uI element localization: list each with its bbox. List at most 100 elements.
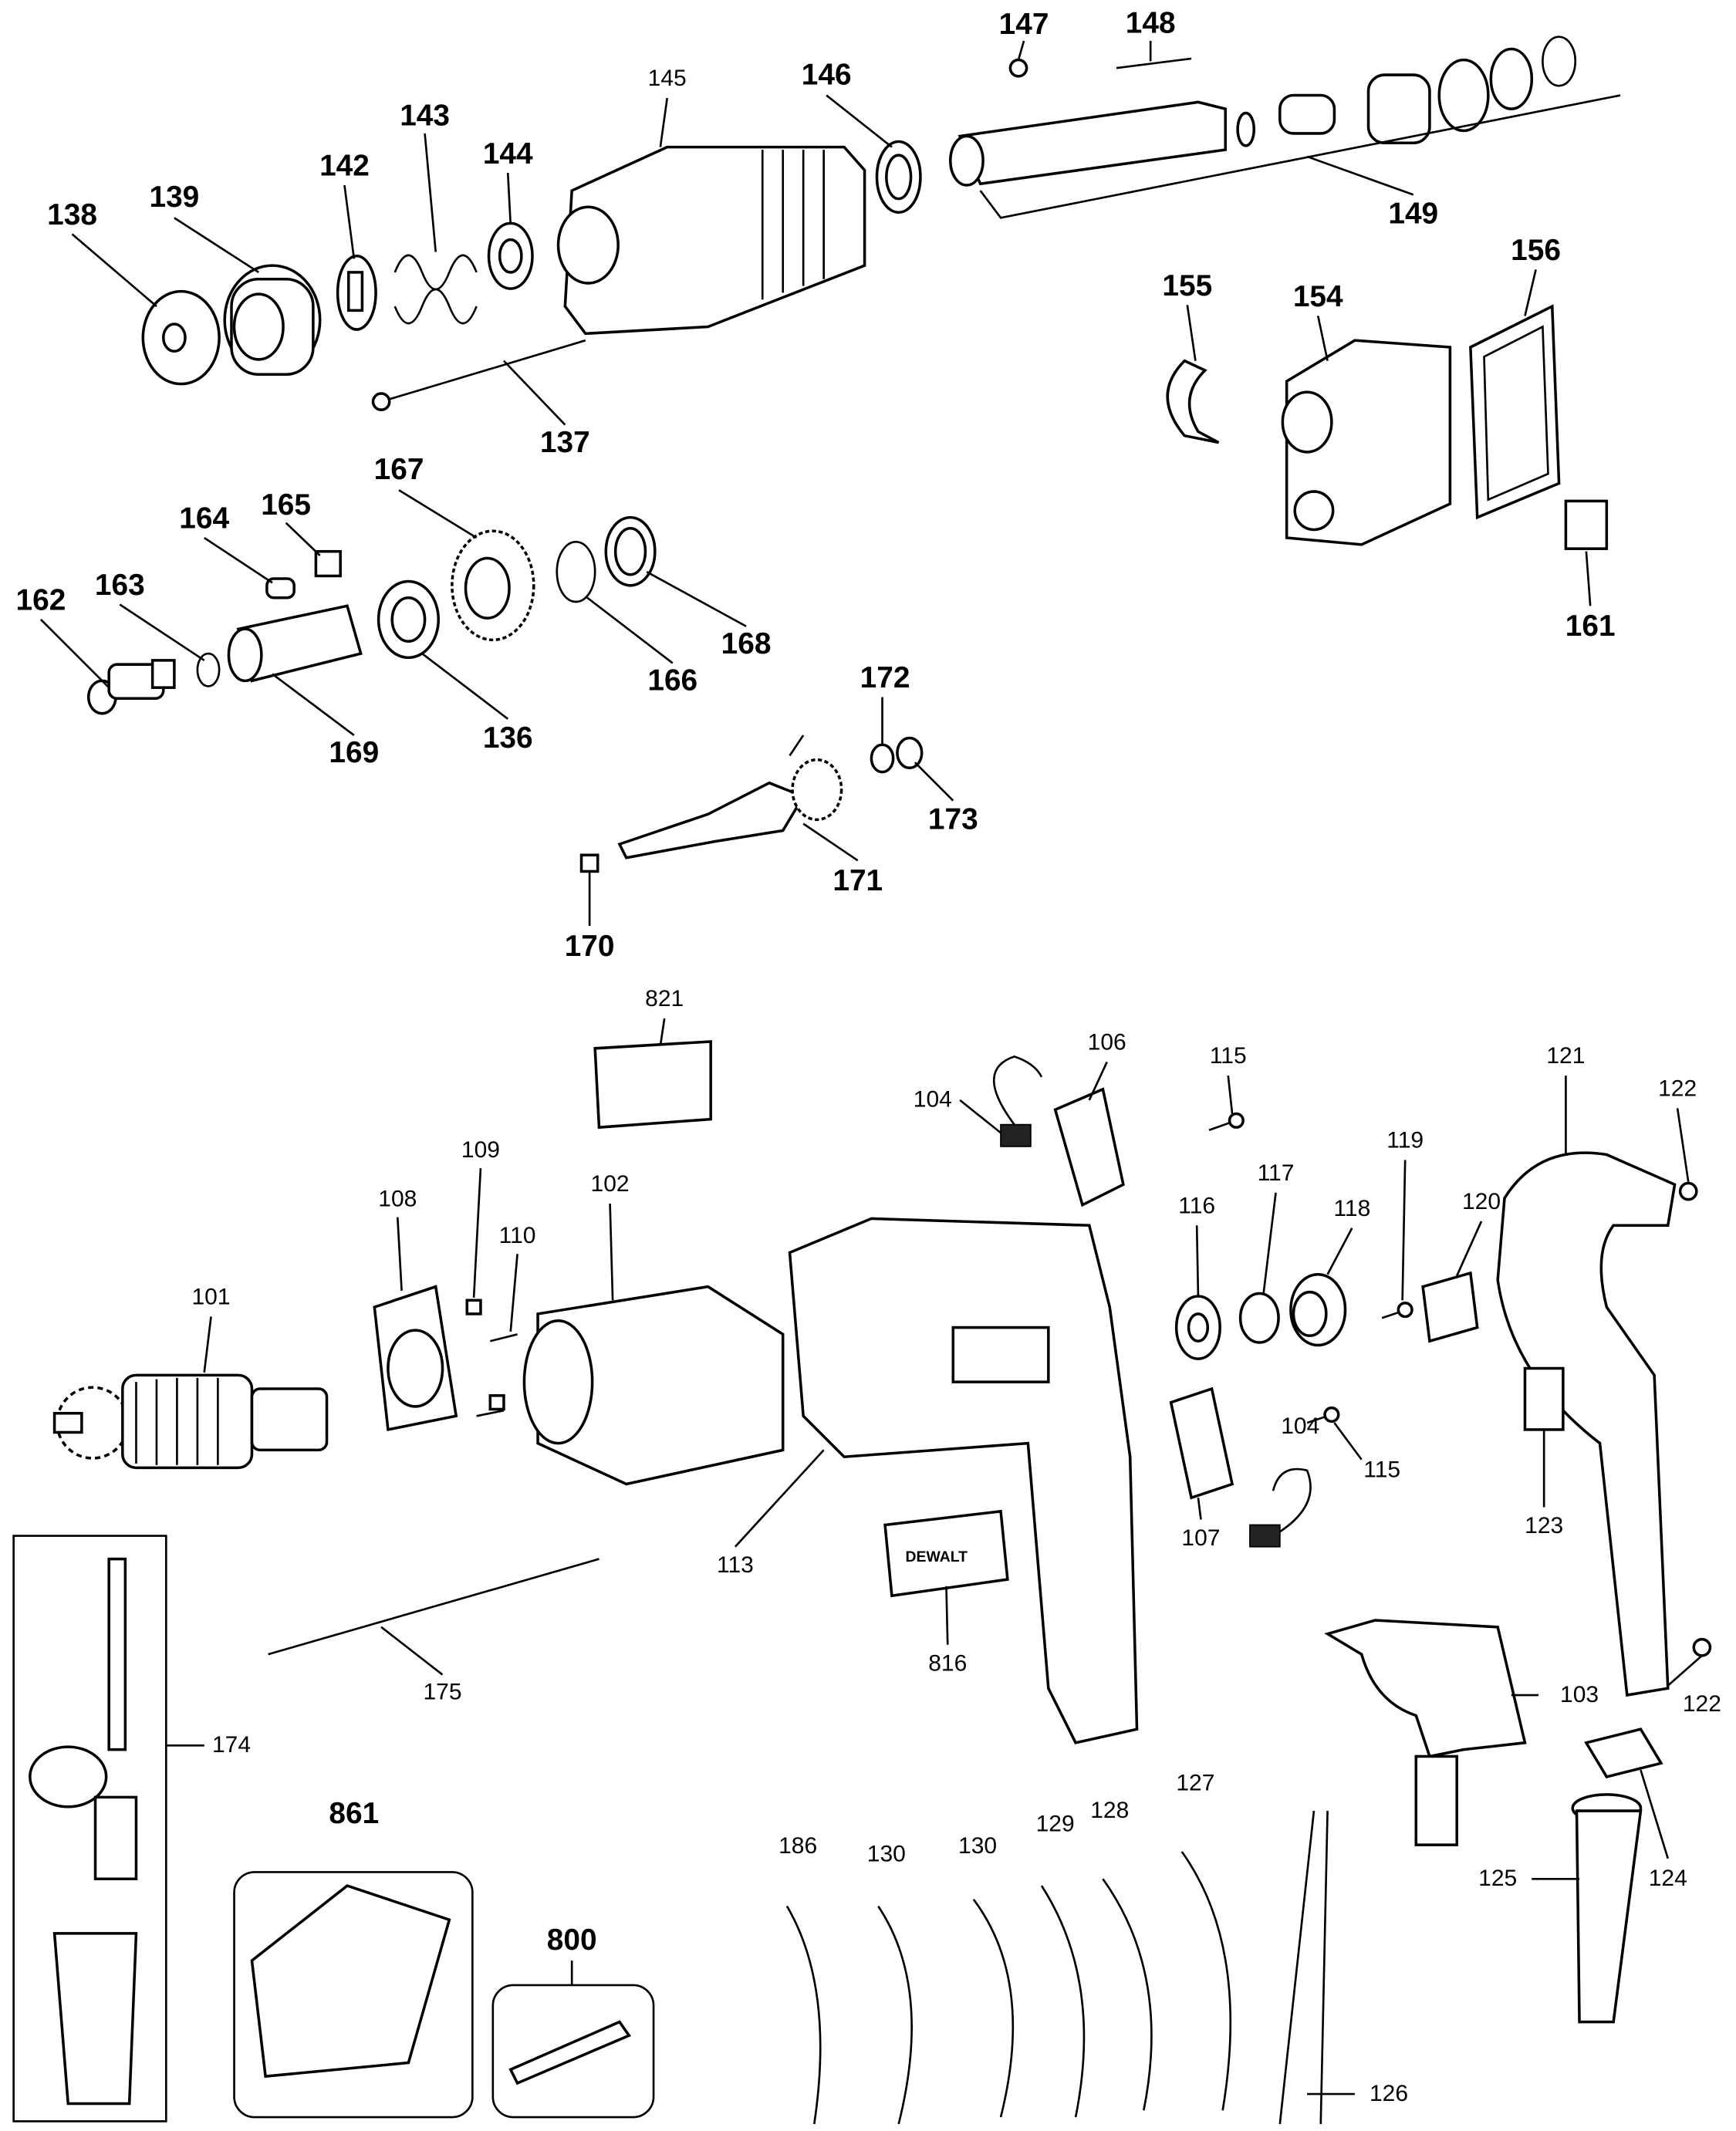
part-172-washer (870, 743, 895, 774)
part-number-label: 130 (958, 1832, 998, 1859)
part-169-cylinder (227, 604, 363, 683)
part-109-spacer (465, 1299, 505, 1411)
part-number-label: 138 (47, 197, 97, 231)
part-119-screw (1381, 1302, 1413, 1319)
part-163-oring (196, 652, 221, 687)
part-number-label: 162 (15, 583, 66, 617)
part-number-label: 103 (1560, 1681, 1599, 1707)
part-103-switch (1324, 1619, 1527, 1846)
part-number-label: 102 (590, 1170, 630, 1197)
part-164-pin (265, 577, 296, 599)
part-143-spring (393, 254, 478, 325)
part-168-ring (604, 515, 657, 587)
part-142-washer (336, 254, 377, 331)
part-number-label: 128 (1090, 1797, 1130, 1823)
part-number-label: 821 (645, 985, 684, 1012)
part-145-gear-housing (556, 145, 866, 336)
part-number-label: 122 (1682, 1690, 1721, 1717)
part-102-field (522, 1285, 785, 1486)
part-136-clutch (377, 579, 440, 660)
part-166-ring (556, 541, 596, 603)
part-number-label: 861 (329, 1795, 380, 1830)
part-number-label: 116 (1178, 1192, 1216, 1219)
part-144-ring (487, 221, 534, 290)
part-number-label: 127 (1176, 1770, 1215, 1796)
part-number-label: 186 (778, 1832, 818, 1859)
part-171-pinion-shaft (617, 735, 843, 859)
part-113-housing (788, 1217, 1139, 1744)
part-number-label: 104 (1281, 1413, 1320, 1440)
part-number-label: 154 (1292, 279, 1343, 313)
part-124-clamp (1584, 1727, 1663, 1778)
part-number-label: 126 (1369, 2080, 1409, 2106)
part-number-label: 816 (928, 1650, 968, 1677)
part-155-clip (1166, 359, 1220, 444)
part-115-screw (1208, 1112, 1340, 1424)
part-number-label: 173 (927, 802, 978, 836)
part-number-label: 164 (179, 501, 230, 535)
part-number-label: 119 (1386, 1127, 1424, 1153)
part-number-label: 144 (482, 136, 533, 171)
part-number-label: 113 (717, 1552, 754, 1579)
part-123-brush (1523, 1366, 1565, 1431)
part-101-armature (52, 1373, 329, 1470)
part-number-label: 124 (1648, 1865, 1687, 1892)
part-number-label: 166 (647, 663, 698, 697)
part-number-label: 145 (647, 65, 687, 92)
part-139-collar (223, 264, 322, 377)
part-121-handle-half (1496, 1151, 1677, 1697)
part-number-label: 101 (191, 1284, 231, 1310)
part-number-label: 120 (1461, 1188, 1501, 1215)
part-800-grease (491, 1984, 655, 2119)
part-161-brush (1564, 499, 1609, 550)
part-167-gear (451, 529, 535, 642)
part-110-screw (476, 1333, 518, 1417)
part-118-seat (1289, 1272, 1347, 1347)
part-number-label: 115 (1363, 1457, 1401, 1483)
part-number-label: 118 (1333, 1195, 1371, 1221)
part-number-label: 165 (261, 487, 311, 522)
part-number-label: 121 (1546, 1042, 1586, 1069)
part-number-label: 155 (1162, 268, 1213, 302)
part-156-gasket (1469, 304, 1561, 520)
part-number-label: 146 (801, 57, 852, 92)
part-number-label: 142 (319, 148, 370, 183)
part-number-label: 171 (833, 863, 883, 897)
part-146-gasket (875, 140, 922, 214)
part-175-rod (268, 1558, 599, 1656)
part-138-cap (141, 289, 221, 386)
part-154-bracket (1281, 339, 1452, 546)
part-number-label: 147 (998, 6, 1049, 41)
part-107-brush-holder (1169, 1386, 1234, 1500)
part-174-depth-rod-and-handle (12, 1535, 167, 2123)
part-number-label: 122 (1658, 1076, 1697, 1102)
part-147-ball (1008, 58, 1028, 78)
part-number-label: 800 (546, 1922, 597, 1957)
part-number-label: 106 (1087, 1029, 1126, 1055)
part-number-label: 136 (482, 720, 533, 755)
part-120-bracket (1421, 1271, 1479, 1343)
part-number-label: 109 (461, 1136, 500, 1163)
part-number-label: 161 (1565, 608, 1616, 643)
part-number-label: 149 (1388, 196, 1439, 231)
part-number-label: 156 (1511, 232, 1561, 267)
part-861-case (233, 1871, 474, 2119)
part-number-label: 125 (1478, 1865, 1518, 1892)
part-number-label: 115 (1209, 1042, 1247, 1069)
part-173-washer (896, 736, 924, 770)
part-106-brush-holder (1053, 1087, 1125, 1207)
part-821-label (593, 1040, 712, 1130)
part-number-label: 139 (149, 179, 200, 214)
part-number-label: 148 (1125, 5, 1176, 40)
part-148-pin (1116, 57, 1192, 69)
part-170-key (579, 853, 599, 873)
part-number-label: 163 (94, 567, 145, 602)
part-number-label: 167 (373, 451, 424, 486)
part-162-striker (86, 659, 176, 715)
part-number-label: 143 (400, 98, 450, 133)
part-number-label: 107 (1181, 1525, 1221, 1551)
part-117-washer (1238, 1292, 1280, 1344)
part-number-label: 175 (423, 1678, 462, 1705)
part-122-screw (1678, 1181, 1712, 1657)
